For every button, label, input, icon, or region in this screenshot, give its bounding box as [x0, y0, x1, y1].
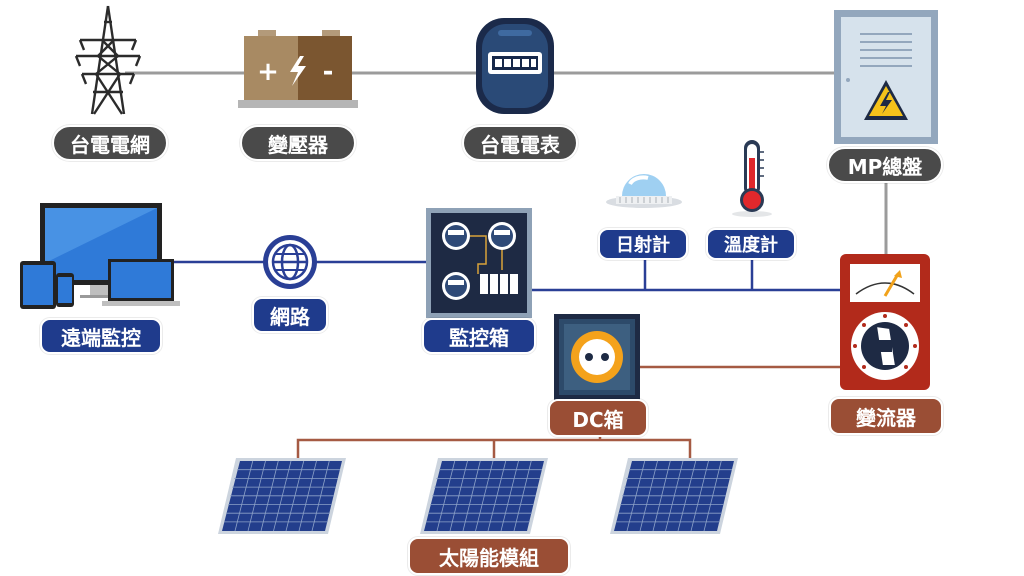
monitor-box-label: 監控箱	[422, 318, 536, 354]
grid-label: 台電電網	[52, 125, 168, 161]
monitor-box-icon	[426, 208, 532, 318]
globe-icon	[262, 234, 318, 290]
meter-label: 台電電表	[462, 125, 578, 161]
thermometer-label: 溫度計	[706, 228, 796, 260]
network-label: 網路	[252, 297, 328, 333]
solar-panel-icon	[418, 456, 550, 536]
battery-icon: + -	[238, 26, 358, 112]
remote-label: 遠端監控	[40, 318, 162, 354]
thermometer-icon	[730, 138, 774, 218]
solar-panel-icon	[216, 456, 348, 536]
mp-panel-label: MP總盤	[827, 147, 943, 183]
solar-panel-icon	[608, 456, 740, 536]
solar-label: 太陽能模組	[408, 537, 570, 575]
dc-outlet-icon	[554, 314, 640, 400]
svg-text:+: +	[257, 57, 279, 87]
electrical-panel-icon	[834, 10, 938, 144]
inverter-label: 變流器	[829, 397, 943, 435]
transformer-label: 變壓器	[240, 125, 356, 161]
devices-icon	[20, 203, 186, 309]
inverter-icon	[840, 254, 930, 390]
svg-text:-: -	[323, 57, 334, 87]
dc-box-label: DC箱	[548, 399, 648, 437]
pyranometer-icon	[604, 166, 684, 216]
electric-meter-icon	[474, 16, 556, 116]
transmission-tower-icon	[62, 4, 154, 120]
irradiance-label: 日射計	[598, 228, 688, 260]
